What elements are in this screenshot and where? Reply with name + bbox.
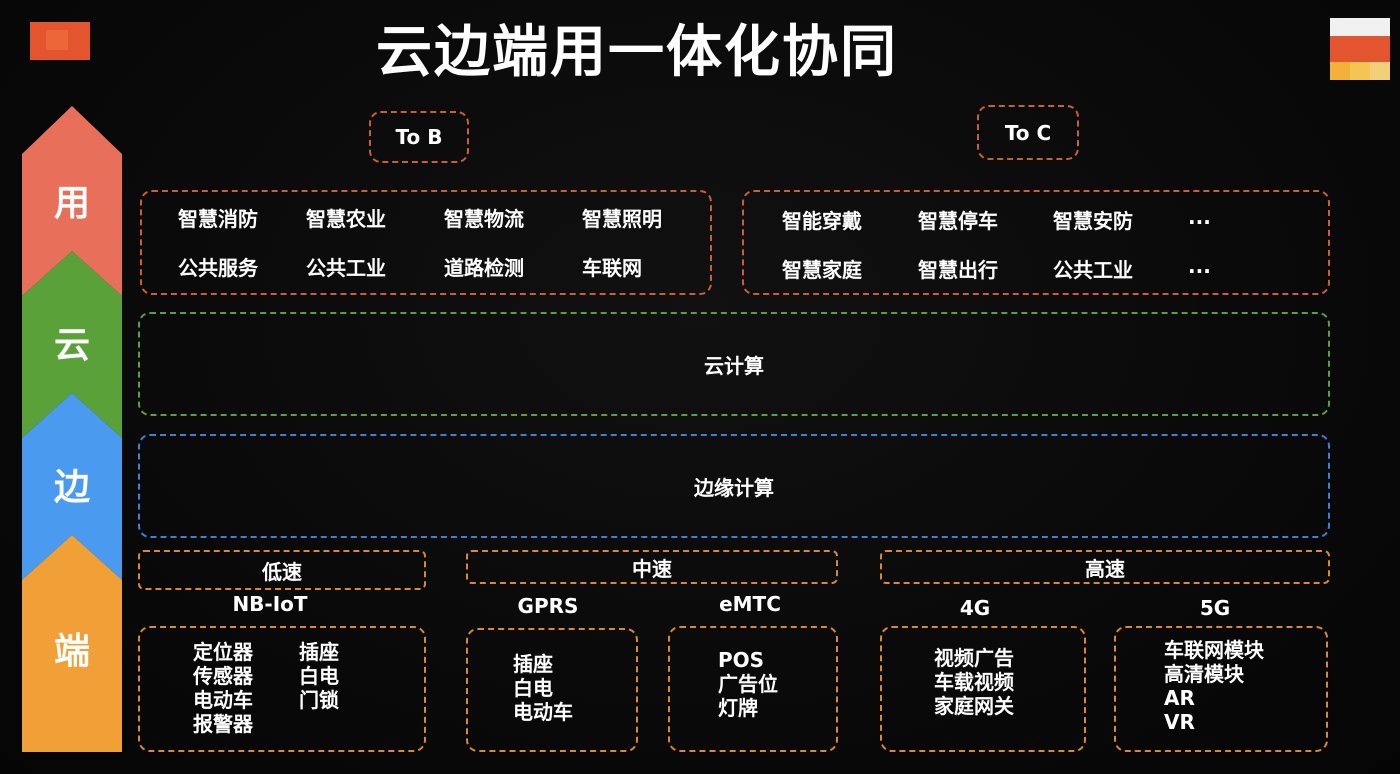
device-item: 定位器 — [193, 640, 253, 664]
device-item: 插座 — [299, 640, 339, 664]
page-title: 云边端用一体化协同 — [376, 20, 898, 85]
to-b-item: 车联网 — [582, 256, 642, 280]
device-item: AR — [1164, 686, 1195, 710]
to-b-item: 智慧照明 — [582, 207, 662, 231]
device-item: 白电 — [299, 664, 339, 688]
protocol-gprs: GPRS — [517, 594, 579, 618]
device-item: 电动车 — [193, 688, 253, 712]
cloud-computing-box: 云计算 — [138, 312, 1330, 416]
device-item: 电动车 — [513, 700, 573, 724]
logo-left — [30, 22, 90, 60]
to-c-item: 智能穿戴 — [782, 209, 862, 233]
gprs-device-box — [466, 628, 638, 752]
device-item: 高清模块 — [1164, 662, 1244, 686]
to-c-item: ... — [1188, 205, 1211, 229]
g5-device-box — [1114, 626, 1328, 752]
layer-duan — [22, 535, 122, 752]
layer-yun — [22, 251, 122, 438]
layer-label-bian: 边 — [53, 467, 90, 508]
emtc-device-box — [668, 626, 838, 752]
g4-device-box — [880, 626, 1086, 752]
to-b-item: 智慧消防 — [178, 207, 258, 231]
layer-yong — [22, 106, 122, 296]
protocol-emtc: eMTC — [719, 592, 781, 616]
nbiot-devices-col2: 插座 白电 门锁 — [299, 640, 339, 712]
protocol-nbiot: NB-IoT — [232, 592, 308, 616]
speed-mid: 中速 — [466, 550, 838, 584]
device-item: 报警器 — [193, 712, 253, 736]
to-b-item: 公共工业 — [306, 256, 386, 280]
layer-bian — [22, 393, 122, 580]
device-item: POS — [718, 648, 765, 672]
layer-label-yong: 用 — [53, 183, 90, 224]
to-c-item: 智慧家庭 — [782, 258, 862, 282]
emtc-devices: POS 广告位 灯牌 — [718, 648, 778, 720]
device-item: VR — [1164, 710, 1195, 734]
to-c-item: 公共工业 — [1053, 258, 1133, 282]
to-b-item: 道路检测 — [444, 256, 524, 280]
gprs-devices: 插座 白电 电动车 — [513, 652, 573, 724]
speed-high: 高速 — [880, 550, 1330, 584]
to-b-item: 智慧物流 — [444, 207, 524, 231]
nbiot-device-box — [138, 626, 426, 752]
device-item: 插座 — [513, 652, 553, 676]
speed-low: 低速 — [138, 550, 426, 590]
device-item: 视频广告 — [934, 646, 1014, 670]
to-b-box — [140, 190, 712, 295]
g5-devices: 车联网模块 高清模块 AR VR — [1164, 638, 1264, 734]
device-item: 白电 — [513, 676, 553, 700]
device-item: 灯牌 — [718, 696, 758, 720]
device-item: 广告位 — [718, 672, 778, 696]
nbiot-devices-col1: 定位器 传感器 电动车 报警器 — [193, 640, 253, 736]
device-item: 家庭网关 — [934, 694, 1014, 718]
to-c-item: 智慧安防 — [1053, 209, 1133, 233]
to-c-box — [742, 190, 1330, 295]
layer-label-yun: 云 — [53, 325, 90, 366]
logo-right — [1330, 18, 1390, 80]
to-c-item: 智慧出行 — [918, 258, 998, 282]
to-b-item: 智慧农业 — [306, 207, 386, 231]
to-b-item: 公共服务 — [178, 256, 258, 280]
edge-computing-box: 边缘计算 — [138, 434, 1330, 538]
protocol-5g: 5G — [1199, 596, 1231, 620]
g4-devices: 视频广告 车载视频 家庭网关 — [934, 646, 1014, 718]
to-b-tag: To B — [369, 111, 469, 163]
to-c-item: 智慧停车 — [918, 209, 998, 233]
protocol-4g: 4G — [959, 596, 991, 620]
device-item: 传感器 — [193, 664, 253, 688]
layer-label-duan: 端 — [53, 631, 90, 672]
device-item: 车联网模块 — [1164, 638, 1264, 662]
to-c-item: ... — [1188, 254, 1211, 278]
device-item: 车载视频 — [934, 670, 1014, 694]
device-item: 门锁 — [299, 688, 339, 712]
layer-arrow — [22, 106, 122, 752]
to-c-tag: To C — [977, 105, 1079, 160]
